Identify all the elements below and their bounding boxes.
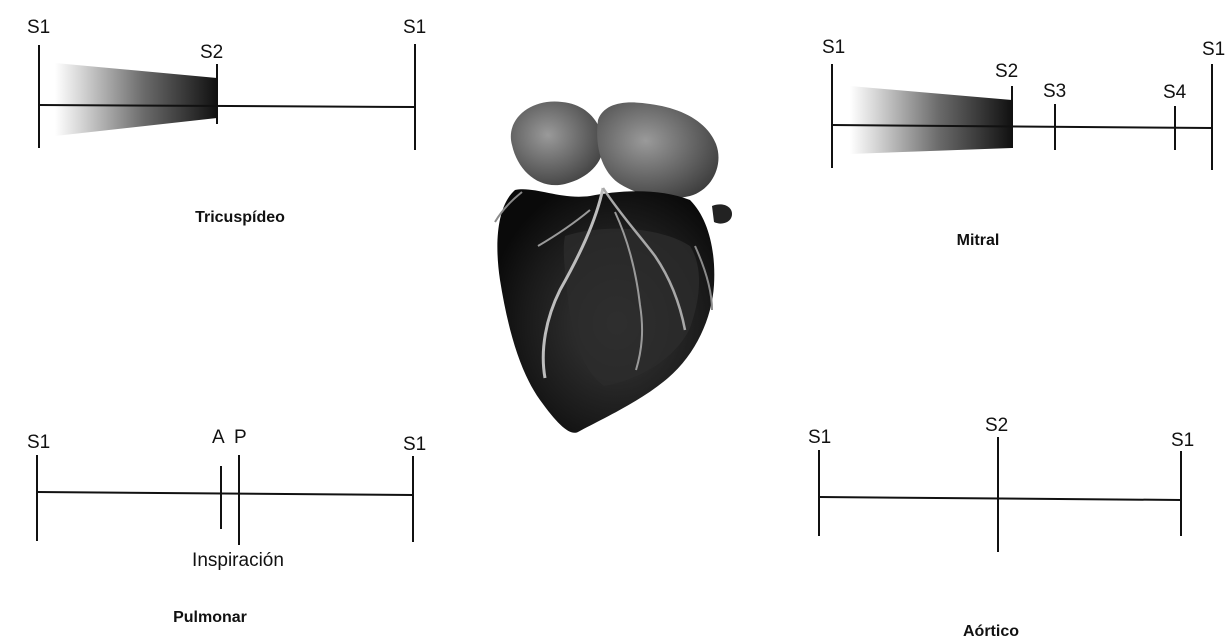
mitral-s1-right-label: S1 [1202, 39, 1225, 60]
aortic-s2-label: S2 [985, 415, 1008, 436]
tricuspid-s1-left-label: S1 [27, 17, 50, 38]
heart-icon [495, 102, 732, 433]
aortic-s1-left-label: S1 [808, 427, 831, 448]
mitral-s3-label: S3 [1043, 81, 1066, 102]
pulmonary-s1-left-label: S1 [27, 432, 50, 453]
aortic-baseline [819, 497, 1181, 500]
tricuspid-murmur [55, 63, 217, 136]
aortic-title: Aórtico [963, 623, 1019, 640]
pulmonary-inspiration-label: Inspiración [192, 550, 284, 571]
tricuspid-s2-label: S2 [200, 42, 223, 63]
mitral-panel: S1 S2 S3 S4 S1 Mitral [822, 37, 1225, 249]
aortic-s1-right-label: S1 [1171, 430, 1194, 451]
pulmonary-p-label: P [234, 427, 247, 448]
mitral-s2-label: S2 [995, 61, 1018, 82]
mitral-title: Mitral [957, 232, 1000, 249]
tricuspid-s1-right-label: S1 [403, 17, 426, 38]
mitral-s1-left-label: S1 [822, 37, 845, 58]
mitral-murmur [850, 86, 1012, 154]
pulmonary-s1-right-label: S1 [403, 434, 426, 455]
tricuspid-panel: S1 S2 S1 Tricuspídeo [27, 17, 426, 226]
mitral-s4-label: S4 [1163, 82, 1187, 103]
aortic-panel: S1 S2 S1 Aórtico [808, 415, 1194, 640]
pulmonary-baseline [37, 492, 413, 495]
pulmonary-panel: S1 A P S1 Inspiración Pulmonar [27, 427, 426, 626]
pulmonary-title: Pulmonar [173, 609, 247, 626]
tricuspid-title: Tricuspídeo [195, 209, 285, 226]
pulmonary-a-label: A [212, 427, 225, 448]
